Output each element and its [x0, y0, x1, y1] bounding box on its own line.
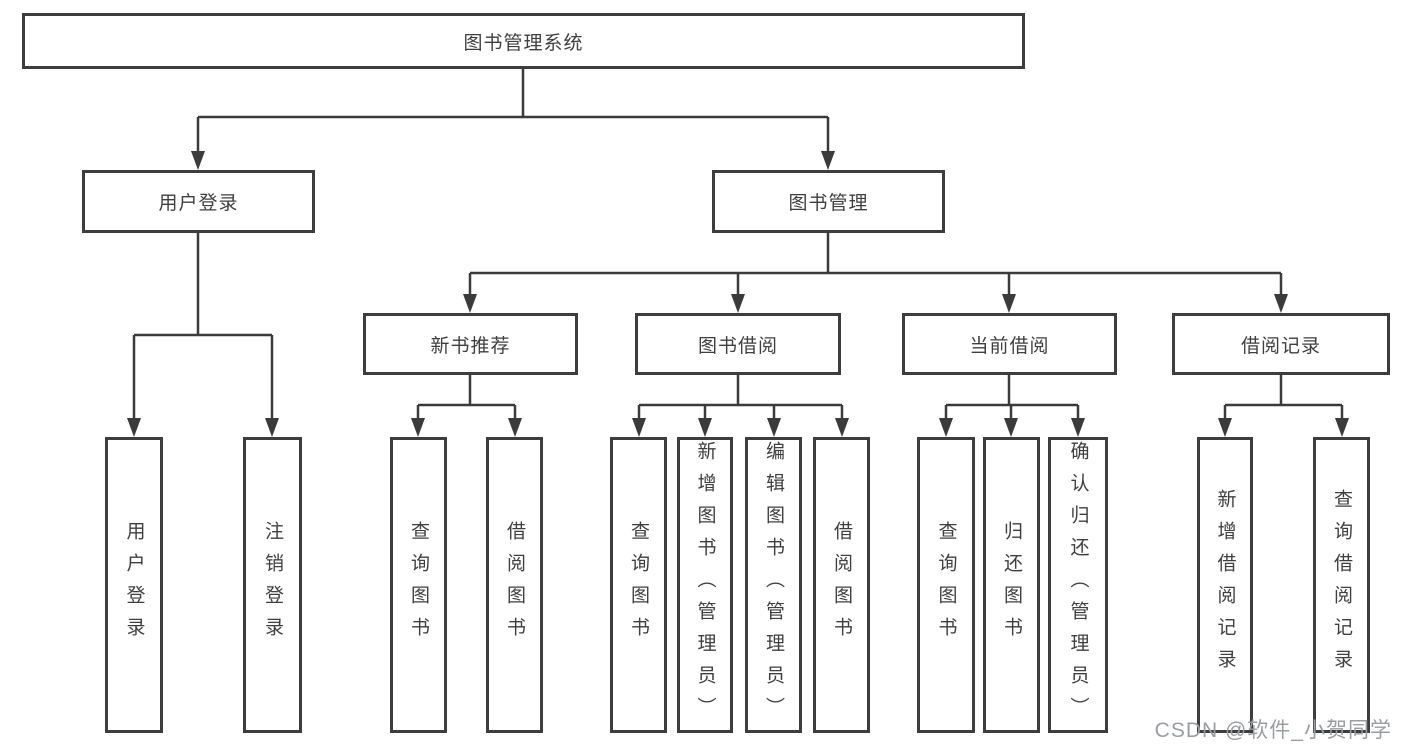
- leaf-query-books-1: 查询图书: [390, 437, 447, 733]
- leaf-edit-book-admin: 编辑图书（管理员）: [745, 437, 802, 733]
- leaf-label: 新增图书（管理员）: [694, 441, 716, 729]
- leaf-add-book-admin: 新增图书（管理员）: [677, 437, 733, 733]
- leaf-query-borrow-record: 查询借阅记录: [1313, 437, 1370, 733]
- leaf-label: 确认归还（管理员）: [1067, 441, 1089, 729]
- leaf-label: 注销登录: [262, 521, 283, 649]
- node-new-book-recommend: 新书推荐: [363, 313, 578, 375]
- node-book-borrow: 图书借阅: [635, 313, 841, 375]
- leaf-confirm-return-admin: 确认归还（管理员）: [1048, 437, 1108, 733]
- leaf-query-books-3: 查询图书: [917, 437, 975, 733]
- leaf-label: 借阅图书: [831, 521, 852, 649]
- leaf-label: 用户登录: [123, 521, 145, 649]
- leaf-label: 编辑图书（管理员）: [763, 441, 784, 729]
- node-borrow-records: 借阅记录: [1172, 313, 1390, 375]
- leaf-borrow-books-2: 借阅图书: [813, 437, 870, 733]
- arrowheads: [127, 151, 1349, 437]
- leaf-add-borrow-record: 新增借阅记录: [1197, 437, 1253, 733]
- leaf-label: 归还图书: [1001, 521, 1022, 649]
- leaf-return-book: 归还图书: [983, 437, 1040, 733]
- leaf-user-login: 用户登录: [105, 437, 163, 733]
- leaf-label: 查询图书: [408, 521, 429, 649]
- leaf-label: 借阅图书: [504, 521, 525, 649]
- leaf-logout: 注销登录: [243, 437, 302, 733]
- csdn-watermark: CSDN @软件_小贺同学: [1154, 719, 1392, 742]
- node-book-management: 图书管理: [712, 170, 945, 233]
- node-user-login: 用户登录: [82, 170, 315, 233]
- leaf-label: 查询图书: [628, 521, 649, 649]
- node-current-borrow: 当前借阅: [902, 313, 1117, 375]
- leaf-label: 查询图书: [935, 521, 957, 649]
- node-library-system: 图书管理系统: [22, 13, 1025, 69]
- leaf-label: 查询借阅记录: [1331, 489, 1352, 681]
- leaf-query-books-2: 查询图书: [610, 437, 667, 733]
- leaf-borrow-books-1: 借阅图书: [486, 437, 543, 733]
- leaf-label: 新增借阅记录: [1214, 489, 1236, 681]
